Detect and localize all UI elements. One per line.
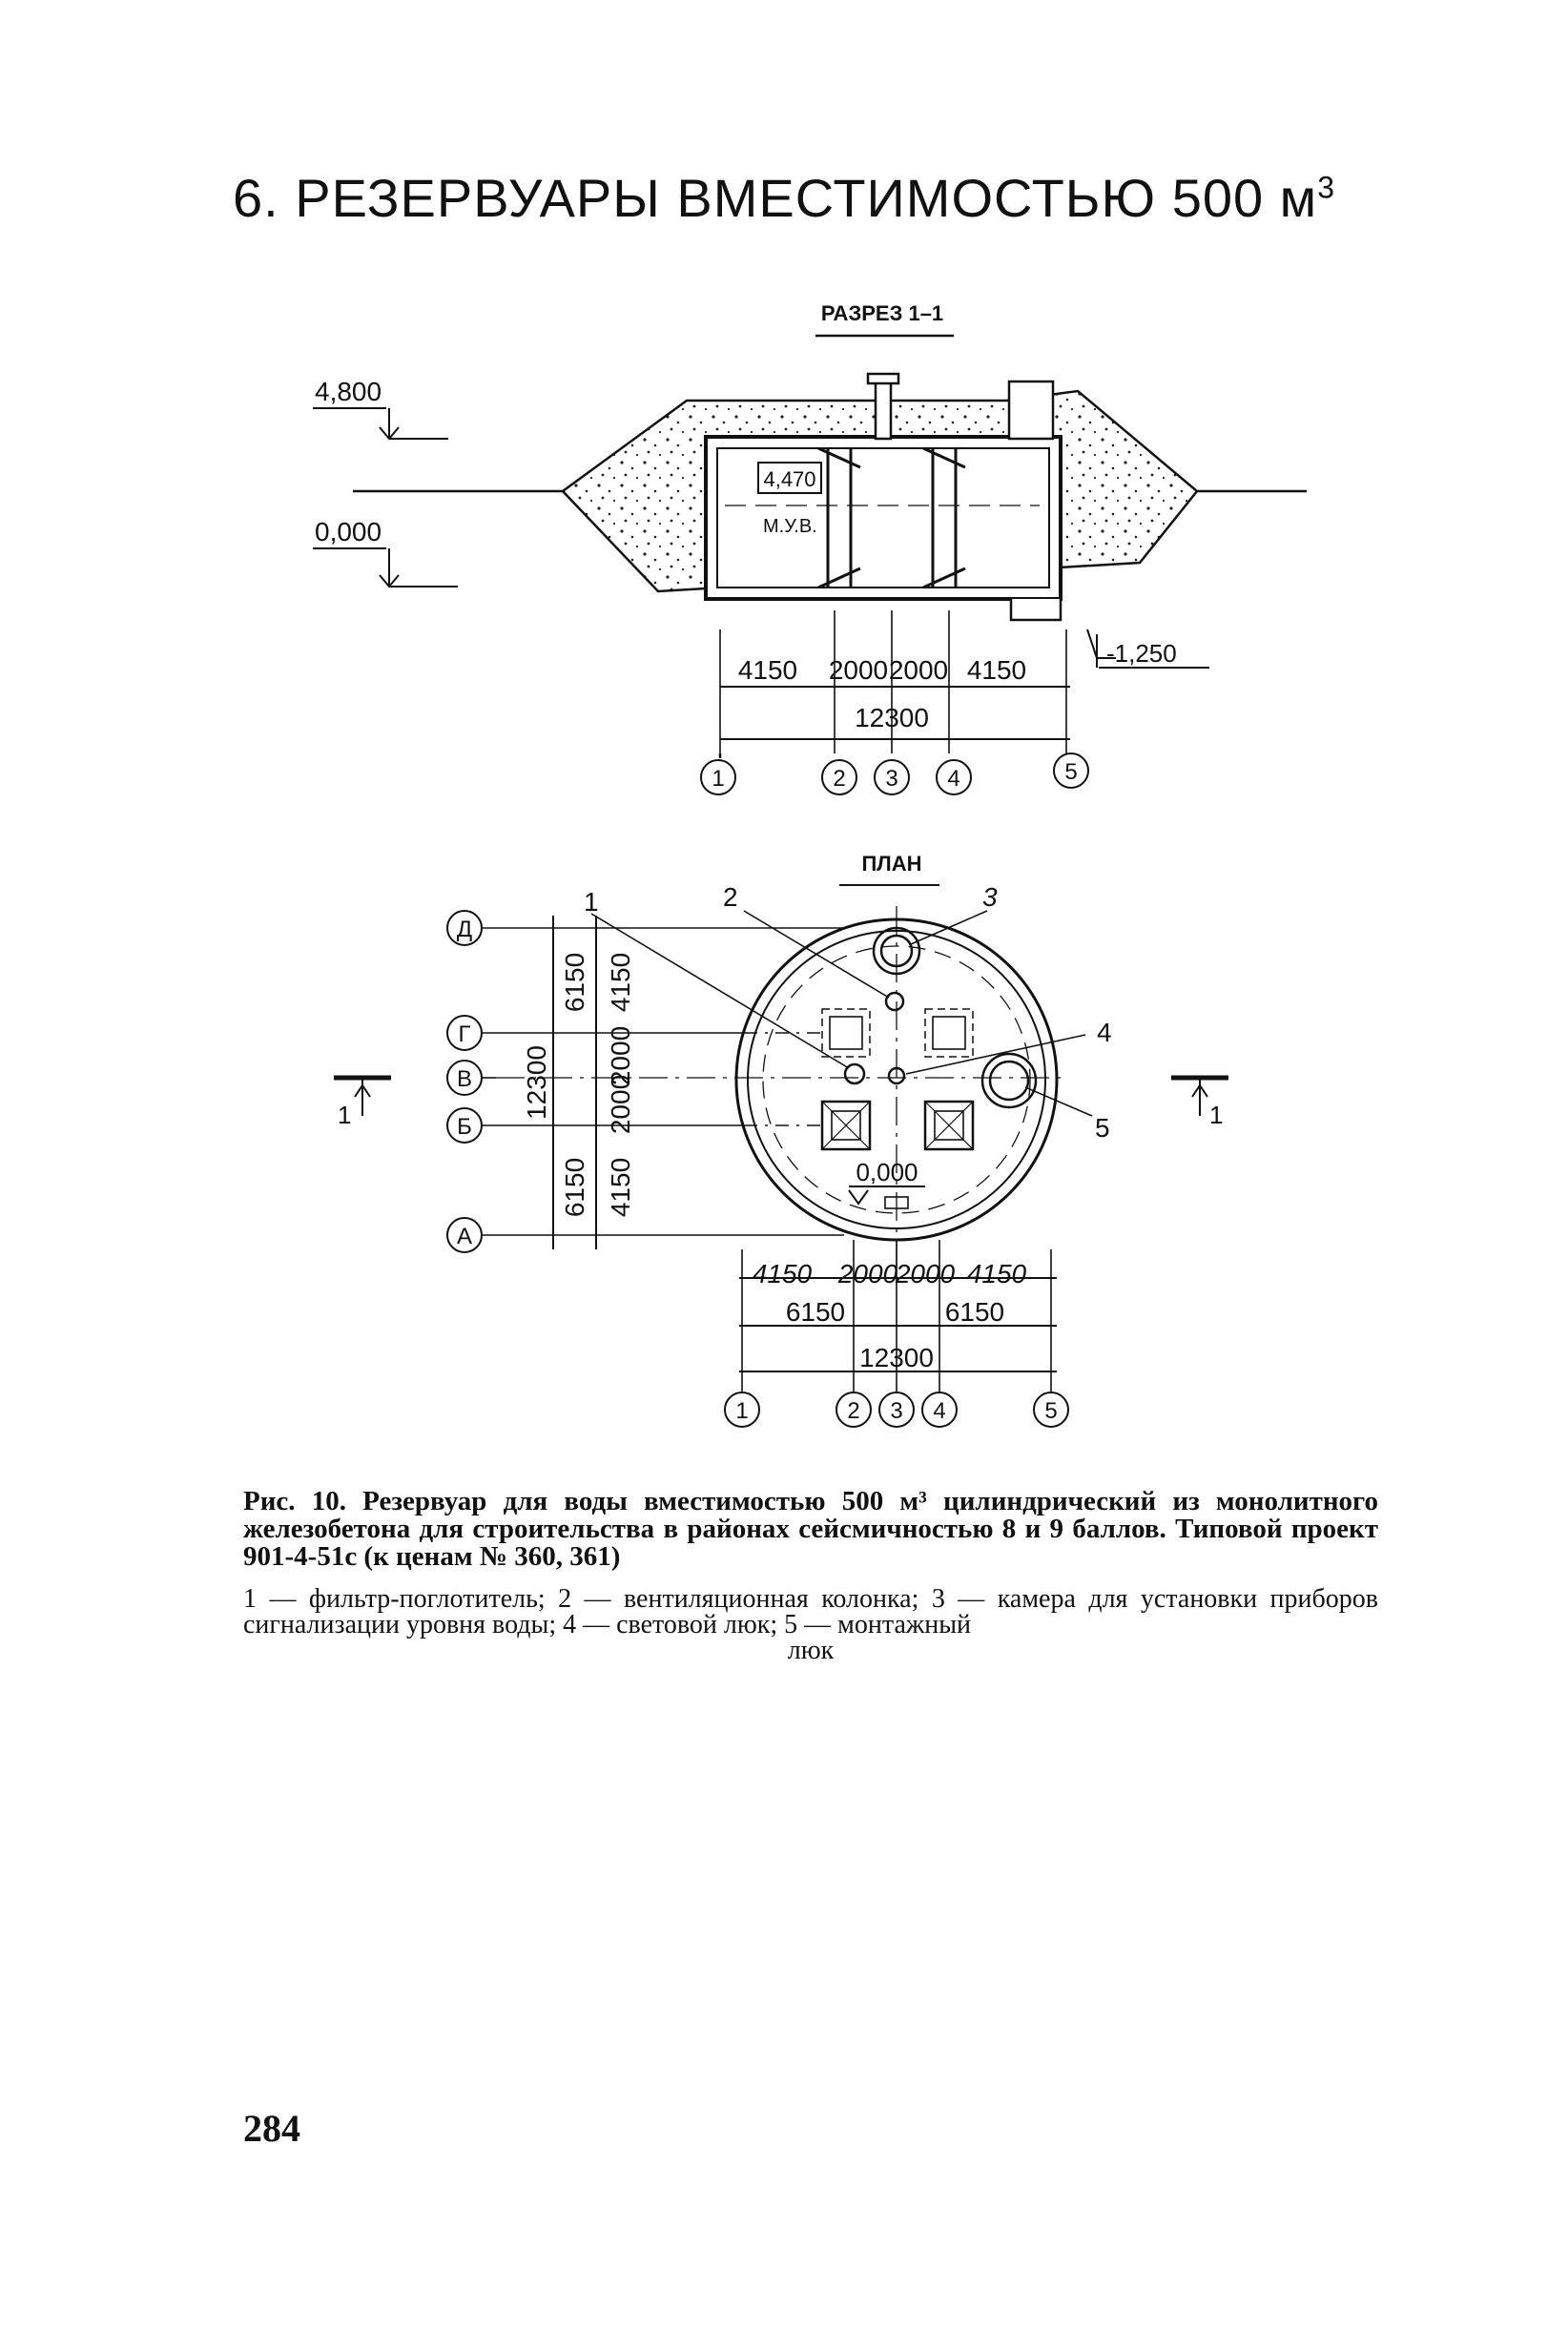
section-dim-total: 12300 bbox=[855, 703, 929, 732]
plan-dim-3: 2000 bbox=[895, 1259, 956, 1289]
figure-legend: 1 — фильтр-поглотитель; 2 — вентиляционн… bbox=[243, 1584, 1378, 1665]
callout-1: 1 bbox=[584, 887, 599, 917]
row-axis-a: А bbox=[457, 1224, 472, 1249]
title-text: 6. РЕЗЕРВУАРЫ ВМЕСТИМОСТЬЮ 500 м bbox=[233, 168, 1318, 228]
plan-dim-1: 4150 bbox=[753, 1259, 813, 1289]
water-level-label: М.У.В. bbox=[763, 516, 817, 537]
elevation-minus1250: -1,250 bbox=[1106, 639, 1177, 668]
section-axis-4: 4 bbox=[947, 766, 959, 792]
figure-caption: Рис. 10. Резервуар для воды вместимостью… bbox=[243, 1486, 1378, 1572]
section-dim-1: 4150 bbox=[738, 655, 797, 685]
section-axis-3: 3 bbox=[885, 766, 897, 792]
vdim-outer-middle: 12300 bbox=[522, 1045, 551, 1120]
vdim-outer-top: 6150 bbox=[560, 953, 589, 1012]
plan-dim-2: 2000 bbox=[837, 1259, 898, 1289]
vdim-inner-4: 4150 bbox=[606, 1158, 635, 1217]
section-label: РАЗРЕЗ 1–1 bbox=[821, 301, 943, 325]
callout-3: 3 bbox=[982, 882, 998, 912]
row-axis-v: В bbox=[457, 1066, 472, 1092]
callout-2: 2 bbox=[723, 882, 738, 912]
column-base-right bbox=[923, 1100, 975, 1151]
plan-axis-5: 5 bbox=[1044, 1398, 1057, 1424]
callout-5: 5 bbox=[1095, 1113, 1110, 1143]
title-superscript: 3 bbox=[1317, 170, 1335, 205]
plan-floor-elevation: 0,000 bbox=[856, 1158, 918, 1186]
ventilation-column bbox=[874, 378, 893, 441]
light-hatch-plan bbox=[887, 1066, 906, 1085]
elevation-0000: 0,000 bbox=[315, 517, 382, 546]
sensor-chamber bbox=[1007, 380, 1055, 441]
sump bbox=[1009, 599, 1063, 622]
vdim-inner-2: 2000 bbox=[606, 1026, 635, 1085]
page-number: 284 bbox=[243, 2107, 300, 2150]
row-axis-d: Д bbox=[457, 917, 472, 942]
plan-axis-2: 2 bbox=[847, 1398, 859, 1424]
callout-4: 4 bbox=[1097, 1018, 1112, 1047]
legend-last: люк bbox=[787, 1636, 835, 1665]
section-axis-2: 2 bbox=[833, 766, 845, 792]
plan-dim-4: 4150 bbox=[967, 1259, 1027, 1289]
section-dim-3: 2000 bbox=[889, 655, 948, 685]
cut-mark-right: 1 bbox=[1209, 1101, 1223, 1129]
page-title: 6. РЕЗЕРВУАРЫ ВМЕСТИМОСТЬЮ 500 м3 bbox=[0, 167, 1568, 229]
filter-plan bbox=[843, 1062, 866, 1085]
column-right bbox=[922, 446, 966, 589]
section-axis-5: 5 bbox=[1064, 759, 1077, 785]
vdim-outer-bottom: 6150 bbox=[560, 1158, 589, 1217]
column-left bbox=[817, 446, 861, 589]
section-view: РАЗРЕЗ 1–1 4,470 М.У.В. 4,800 0,000 bbox=[313, 301, 1307, 795]
plan-dim-half-left: 6150 bbox=[786, 1297, 845, 1327]
elevation-4800: 4,800 bbox=[315, 377, 382, 406]
row-axis-g: Г bbox=[459, 1021, 471, 1047]
plan-dim-total: 12300 bbox=[859, 1343, 934, 1372]
sensor-chamber-plan bbox=[872, 926, 921, 976]
plan-axis-1: 1 bbox=[735, 1398, 748, 1424]
cut-mark-left: 1 bbox=[338, 1101, 351, 1129]
section-dim-2: 2000 bbox=[829, 655, 888, 685]
row-axis-b: Б bbox=[457, 1114, 472, 1140]
plan-axis-4: 4 bbox=[933, 1398, 945, 1424]
legend-main: 1 — фильтр-поглотитель; 2 — вентиляционн… bbox=[243, 1584, 1378, 1639]
vdim-inner-1: 4150 bbox=[606, 953, 635, 1012]
mounting-hatch-plan bbox=[980, 1052, 1038, 1109]
column-base-left bbox=[820, 1100, 872, 1151]
section-dim-4: 4150 bbox=[967, 655, 1026, 685]
plan-view: ПЛАН 0,000 bbox=[334, 852, 1228, 1428]
plan-dim-half-right: 6150 bbox=[945, 1297, 1004, 1327]
elevation-4470: 4,470 bbox=[763, 467, 815, 491]
vdim-inner-3: 2000 bbox=[606, 1075, 635, 1134]
plan-axis-3: 3 bbox=[890, 1398, 902, 1424]
plan-label: ПЛАН bbox=[861, 852, 921, 876]
tank-body bbox=[704, 435, 1063, 601]
ventilation-column-plan bbox=[884, 991, 905, 1012]
section-axis-1: 1 bbox=[712, 766, 724, 792]
